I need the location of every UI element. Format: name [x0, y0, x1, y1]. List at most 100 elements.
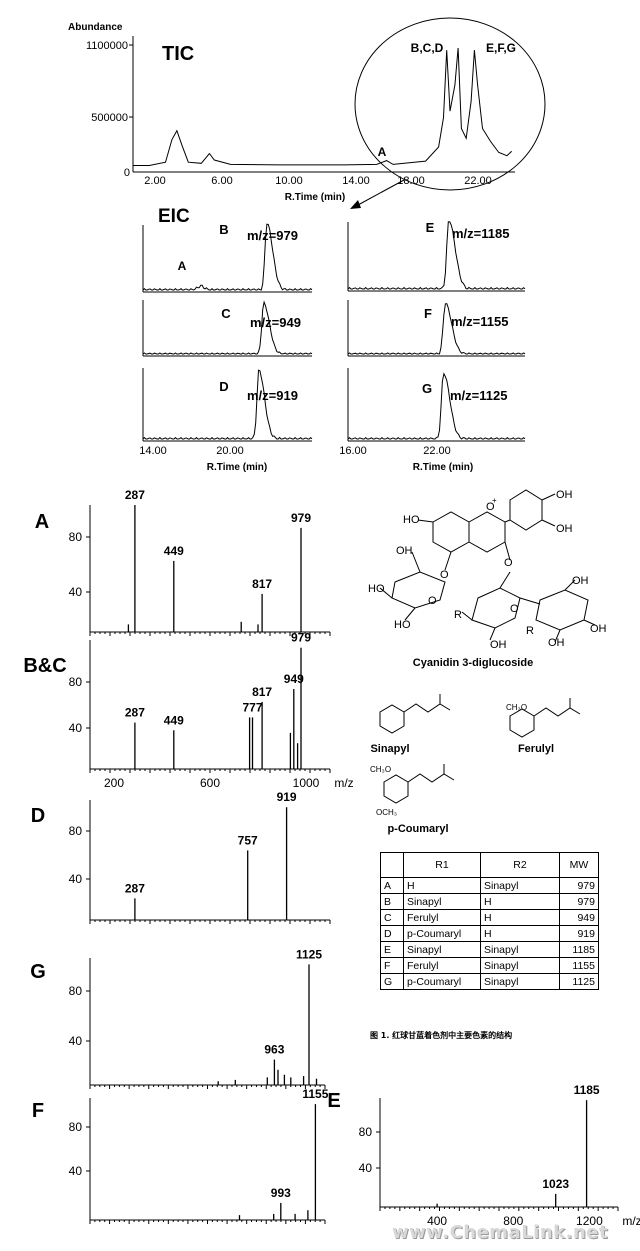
tic-peak-label-bcd: B,C,D [411, 41, 444, 55]
eic-x-tick: 16.00 [339, 445, 367, 457]
ms-y-tick-label: 80 [69, 1120, 83, 1134]
ms-peak-label: 1125 [296, 947, 322, 961]
ms-x-tick-label: 400 [427, 1214, 447, 1228]
eic-trace [142, 369, 313, 440]
ms-peak-label: 979 [291, 631, 311, 645]
table-cell: G [380, 973, 404, 990]
ms-x-tick-label: 600 [200, 776, 220, 790]
ms-x-tick-label: 200 [104, 776, 124, 790]
p-coumaryl-label: p-Coumaryl [387, 823, 448, 835]
svg-text:O: O [428, 595, 437, 607]
zoom-arrow-head [350, 200, 361, 209]
table-cell: F [380, 957, 404, 974]
eic-mz-label: m/z=949 [250, 315, 301, 330]
eic-peak-letter: B [219, 222, 228, 237]
ferulyl-methoxy-label: CH₃O [506, 703, 527, 712]
svg-text:R: R [454, 609, 462, 621]
svg-text:HO: HO [368, 583, 385, 595]
glucose-ring-1 [391, 571, 446, 609]
svg-text:O: O [510, 603, 519, 615]
eic-panel-919: D m/z=919 [142, 368, 313, 442]
ms-y-tick-label: 80 [69, 824, 83, 838]
table-cell: H [480, 909, 560, 926]
table-cell: Sinapyl [403, 893, 481, 910]
ms-peak-label: 993 [271, 1186, 291, 1200]
eic-title: EIC [158, 206, 190, 227]
svg-text:OH: OH [572, 575, 589, 587]
eic-panel-979: B m/z=979 A [142, 222, 313, 293]
eic-peak-letter-a: A [178, 259, 187, 273]
svg-text:HO: HO [394, 619, 411, 631]
ms-panel-title: E [327, 1090, 340, 1112]
table-cell: Sinapyl [480, 957, 560, 974]
eic-left-x-axis: 14.00 20.00 R.Time (min) [139, 445, 267, 473]
eic-trace [347, 372, 526, 440]
table-cell: H [403, 877, 481, 894]
eic-peak-letter: G [422, 381, 432, 396]
ms-panel-title: B&C [23, 655, 66, 677]
ms-peak-label: 287 [125, 706, 145, 720]
ferulyl-label: Ferulyl [518, 743, 554, 755]
tic-y-tick: 500000 [91, 112, 128, 124]
eic-panel-949: C m/z=949 [142, 300, 313, 357]
ring-b [509, 489, 543, 531]
ms-x-tick-label: 1000 [293, 776, 320, 790]
svg-text:HO: HO [403, 514, 420, 526]
ms-spectra: 8040A2874498179798040B&C2874497778179499… [23, 488, 640, 1228]
svg-text:+: + [492, 496, 497, 505]
ms-peak-label: 1155 [302, 1087, 328, 1101]
table-header-cell: R2 [480, 852, 560, 878]
eic-chart: EIC B m/z=979 A C m/z=949 D m/z=919 14.0… [139, 206, 526, 473]
eic-x-tick: 20.00 [216, 445, 244, 457]
table-cell: C [380, 909, 404, 926]
ms-peak-label: 963 [264, 1043, 284, 1057]
eic-x-axis-label: R.Time (min) [207, 462, 267, 473]
eic-panel-1125: G m/z=1125 [347, 368, 526, 442]
ms-y-tick-label: 80 [359, 1125, 373, 1139]
sinapyl-label: Sinapyl [370, 743, 409, 755]
ms-y-tick-label: 40 [69, 585, 83, 599]
tic-zoom-ellipse [354, 17, 546, 191]
table-cell: B [380, 893, 404, 910]
table-cell: A [380, 877, 404, 894]
tic-peak-label-efg: E,F,G [486, 41, 516, 55]
eic-x-tick: 22.00 [423, 445, 451, 457]
eic-trace [142, 223, 313, 291]
eic-trace [347, 303, 526, 355]
eic-mz-label: m/z=1185 [452, 226, 509, 241]
svg-text:OH: OH [490, 639, 507, 651]
table-cell: 949 [559, 909, 599, 926]
table-cell: 1125 [559, 973, 599, 990]
eic-x-axis-label: R.Time (min) [413, 462, 473, 473]
ms-x-axis-label: m/z [334, 776, 353, 790]
eic-peak-letter: D [219, 379, 228, 394]
ms-x-tick-label: 800 [503, 1214, 523, 1228]
watermark: www.ChemaLink.net [392, 1222, 609, 1243]
tic-y-tick: 0 [124, 167, 130, 179]
ms-y-tick-label: 40 [69, 721, 83, 735]
table-cell: p-Coumaryl [403, 973, 481, 990]
ms-panel-title: G [30, 961, 46, 983]
table-cell: Sinapyl [480, 941, 560, 958]
svg-text:OH: OH [556, 489, 573, 501]
eic-mz-label: m/z=919 [247, 388, 298, 403]
ms-y-tick-label: 40 [359, 1161, 373, 1175]
tic-peak-label-a: A [378, 145, 387, 159]
structure-title: Cyanidin 3-diglucoside [413, 657, 533, 669]
ms-panel-title: A [35, 511, 49, 533]
tic-trace [133, 47, 513, 166]
table-cell: 1185 [559, 941, 599, 958]
eic-panel-1185: E m/z=1185 [347, 220, 526, 292]
p-coumaryl-methoxy-label: CH₃O [370, 765, 391, 774]
table-cell: Sinapyl [403, 941, 481, 958]
